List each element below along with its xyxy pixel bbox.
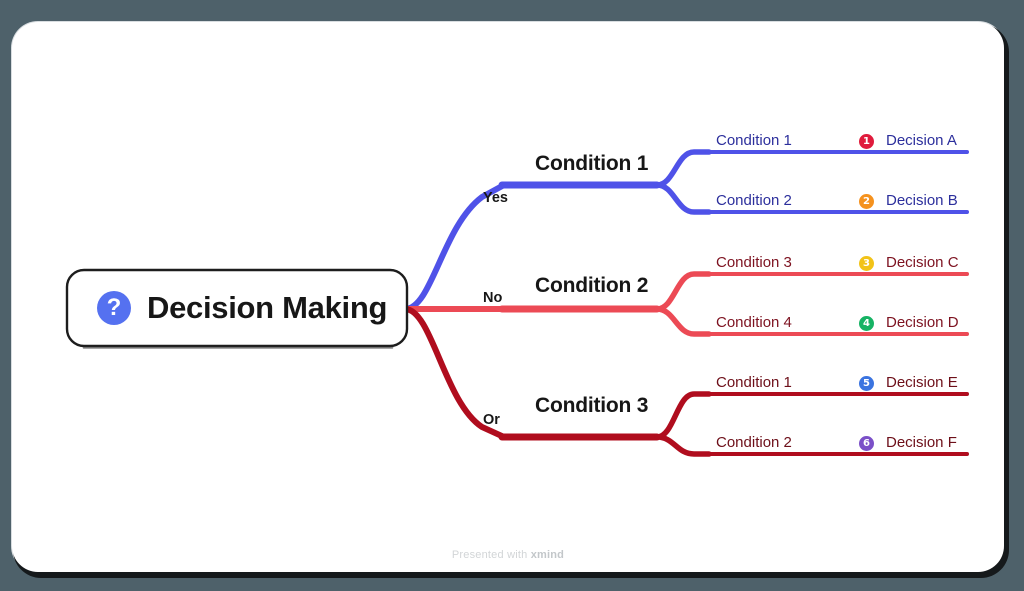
badge-number: 5 xyxy=(859,376,874,391)
subbranch-line-or-2 xyxy=(654,434,712,457)
root-node-border[interactable] xyxy=(65,268,409,348)
leaf-decision[interactable]: Decision D xyxy=(886,314,959,331)
leaf-condition[interactable]: Condition 2 xyxy=(716,434,792,451)
leaf-decision[interactable]: Decision A xyxy=(886,132,957,149)
mindmap-text-layer: ? Decision Making Yes Condition 1 Condit… xyxy=(12,22,1004,572)
badge-number: 2 xyxy=(859,194,874,209)
question-mark-icon: ? xyxy=(97,291,131,325)
branch-topic-condition-1: Condition 1 xyxy=(535,152,649,175)
root-node-label: Decision Making xyxy=(147,290,388,325)
badge-number: 1 xyxy=(859,134,874,149)
leaf-condition[interactable]: Condition 1 xyxy=(716,374,792,391)
mindmap-connectors xyxy=(65,149,969,457)
branch-line-or xyxy=(402,306,507,440)
watermark-prefix: Presented with xyxy=(451,549,531,561)
branch-topic-condition-3: Condition 3 xyxy=(535,394,649,417)
branch-tag-no: No xyxy=(483,290,503,306)
watermark-brand: xmind xyxy=(530,549,565,561)
badge-number: 4 xyxy=(859,316,874,331)
leaf-condition[interactable]: Condition 2 xyxy=(716,192,792,209)
leaf-badge: 2 xyxy=(859,192,874,209)
leaf-condition[interactable]: Condition 1 xyxy=(716,132,792,149)
leaf-badge: 6 xyxy=(859,434,874,451)
leaf-condition[interactable]: Condition 3 xyxy=(716,254,792,271)
badge-number: 6 xyxy=(859,436,874,451)
branch-tag-yes: Yes xyxy=(483,190,508,206)
leaf-decision[interactable]: Decision F xyxy=(886,434,957,451)
branch-topic-condition-2: Condition 2 xyxy=(535,274,649,297)
badge-number: 3 xyxy=(859,256,874,271)
leaf-badge: 1 xyxy=(859,132,874,149)
subbranch-line-no-2 xyxy=(654,306,712,337)
leaf-decision[interactable]: Decision B xyxy=(886,192,958,209)
leaf-badge: 5 xyxy=(859,374,874,391)
mindmap-canvas[interactable]: ? Decision Making Yes Condition 1 Condit… xyxy=(12,22,1004,572)
xmind-watermark: Presented with xmind xyxy=(12,549,1004,561)
root-node[interactable]: ? Decision Making xyxy=(67,270,407,346)
subbranch-line-yes-2 xyxy=(654,182,712,215)
leaf-badge: 4 xyxy=(859,314,874,331)
leaf-decision[interactable]: Decision C xyxy=(886,254,959,271)
branch-line-yes xyxy=(402,182,507,312)
leaf-badge: 3 xyxy=(859,254,874,271)
leaf-decision[interactable]: Decision E xyxy=(886,374,958,391)
leaf-condition[interactable]: Condition 4 xyxy=(716,314,792,331)
branch-tag-or: Or xyxy=(483,412,500,428)
